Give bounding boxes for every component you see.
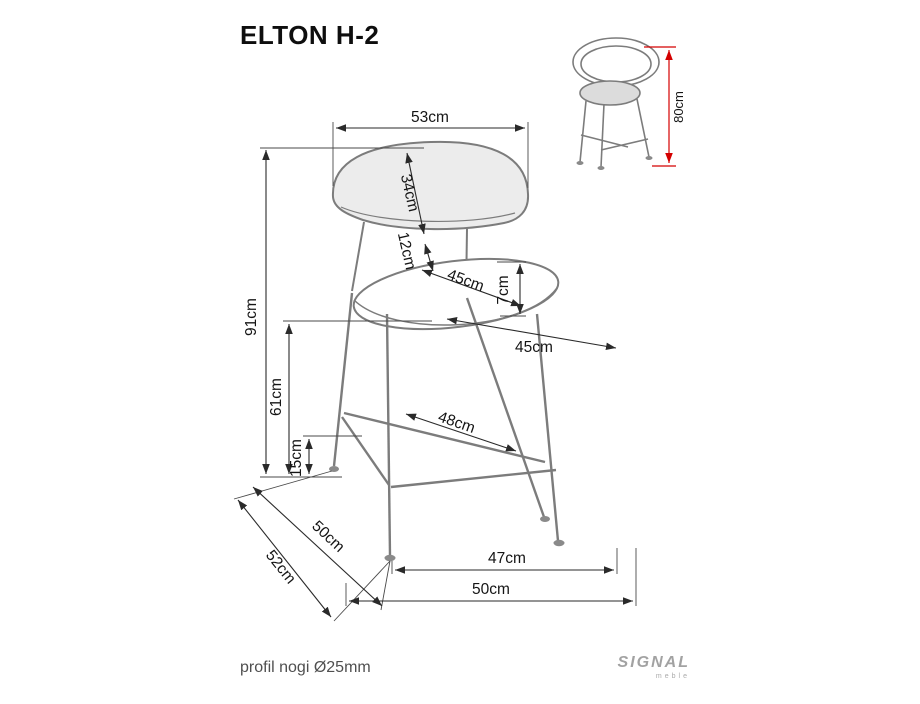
dim-base-total-width-label: 50cm: [472, 581, 510, 598]
leg-feet: [329, 466, 565, 562]
dim-base-front-width-label: 47cm: [488, 550, 526, 567]
dim-seat-thickness-label: 7cm: [495, 275, 512, 304]
small-legs: [579, 98, 650, 168]
brand-logo-name: SIGNAL: [617, 654, 690, 671]
dim-line-45-depth: [446, 316, 617, 351]
dim-backrest-width-label: 53cm: [411, 109, 449, 126]
dim-line-50-diag: [252, 486, 383, 607]
brand-logo-subtitle: meble: [655, 673, 690, 680]
small-leg-feet: [576, 156, 653, 170]
dim-total-height-label: 91cm: [243, 298, 260, 336]
dim-line-48: [405, 413, 517, 452]
brand-logo: SIGNAL meble: [612, 654, 690, 681]
dim-backrest-gap-label: 12cm: [394, 231, 419, 272]
dim-depth-total-label: 52cm: [262, 547, 299, 587]
main-stool-drawing: [329, 140, 565, 562]
dim-seat-height-label: 61cm: [268, 378, 285, 416]
dim-stool-seat-height-label: 80cm: [671, 91, 686, 123]
dim-footrest-width-label: 48cm: [436, 409, 477, 437]
page-title: ELTON H-2: [240, 20, 380, 50]
backrest-shape: [331, 140, 530, 231]
seat-shape: [352, 257, 560, 331]
dim-seat-depth-label: 45cm: [515, 339, 553, 356]
small-seat: [579, 80, 641, 106]
dim-depth-seat-label: 50cm: [308, 518, 347, 556]
dim-line-34: [405, 152, 426, 235]
dimension-lines: [237, 124, 633, 618]
small-stool-red-dimension: [644, 46, 676, 167]
dim-footrest-height-label: 15cm: [288, 439, 305, 477]
small-backrest-inner: [580, 45, 652, 83]
dim-line-12: [424, 243, 434, 272]
small-stool-drawing: [572, 37, 660, 170]
dim-line-52-diag: [237, 499, 332, 618]
dim-line-45-seat: [421, 269, 522, 307]
leg-profile-note: profil nogi Ø25mm: [240, 659, 371, 676]
